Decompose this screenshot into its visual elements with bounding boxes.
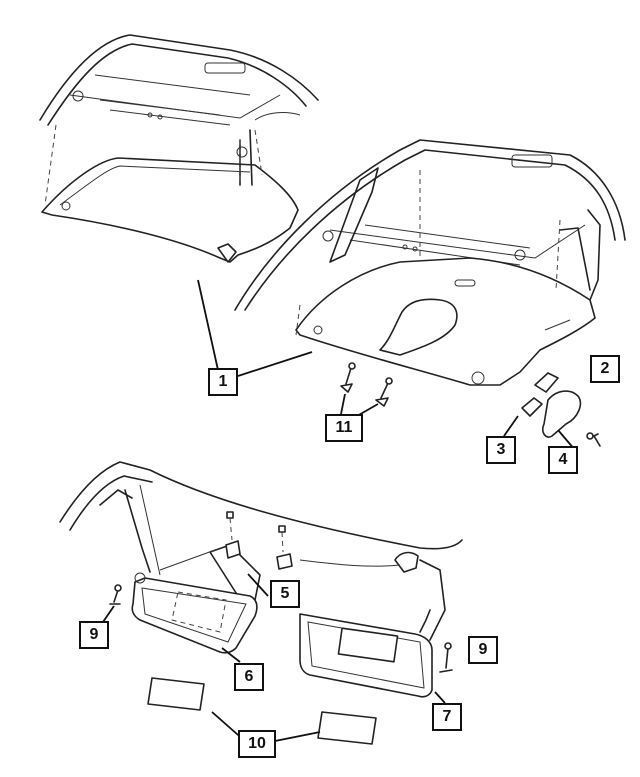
push-pin-retainers — [340, 362, 393, 407]
callout-5: 5 — [270, 580, 300, 608]
callout-9-right: 9 — [468, 636, 498, 664]
callout-10: 10 — [238, 730, 276, 758]
dome-lamp-parts — [521, 372, 601, 447]
callout-7: 7 — [432, 703, 462, 731]
headliner-left — [41, 157, 299, 263]
left-sun-visor — [131, 572, 258, 654]
vanity-mirror-labels — [147, 677, 377, 745]
callout-3: 3 — [486, 436, 516, 464]
callout-4: 4 — [548, 446, 578, 474]
callout-2: 2 — [590, 355, 620, 383]
visor-screws — [109, 584, 453, 673]
projection-lines-right — [295, 170, 561, 336]
callout-6: 6 — [234, 663, 264, 691]
projection-lines-left — [44, 124, 263, 206]
headliner-right — [295, 257, 596, 386]
right-sun-visor — [299, 609, 433, 698]
callout-9-left: 9 — [79, 621, 109, 649]
roof-frame-right — [234, 139, 626, 311]
visor-clips — [225, 511, 293, 570]
callout-11: 11 — [325, 414, 363, 442]
windshield-header — [59, 461, 463, 641]
callout-1: 1 — [208, 368, 238, 396]
roof-frame-left — [39, 34, 319, 186]
